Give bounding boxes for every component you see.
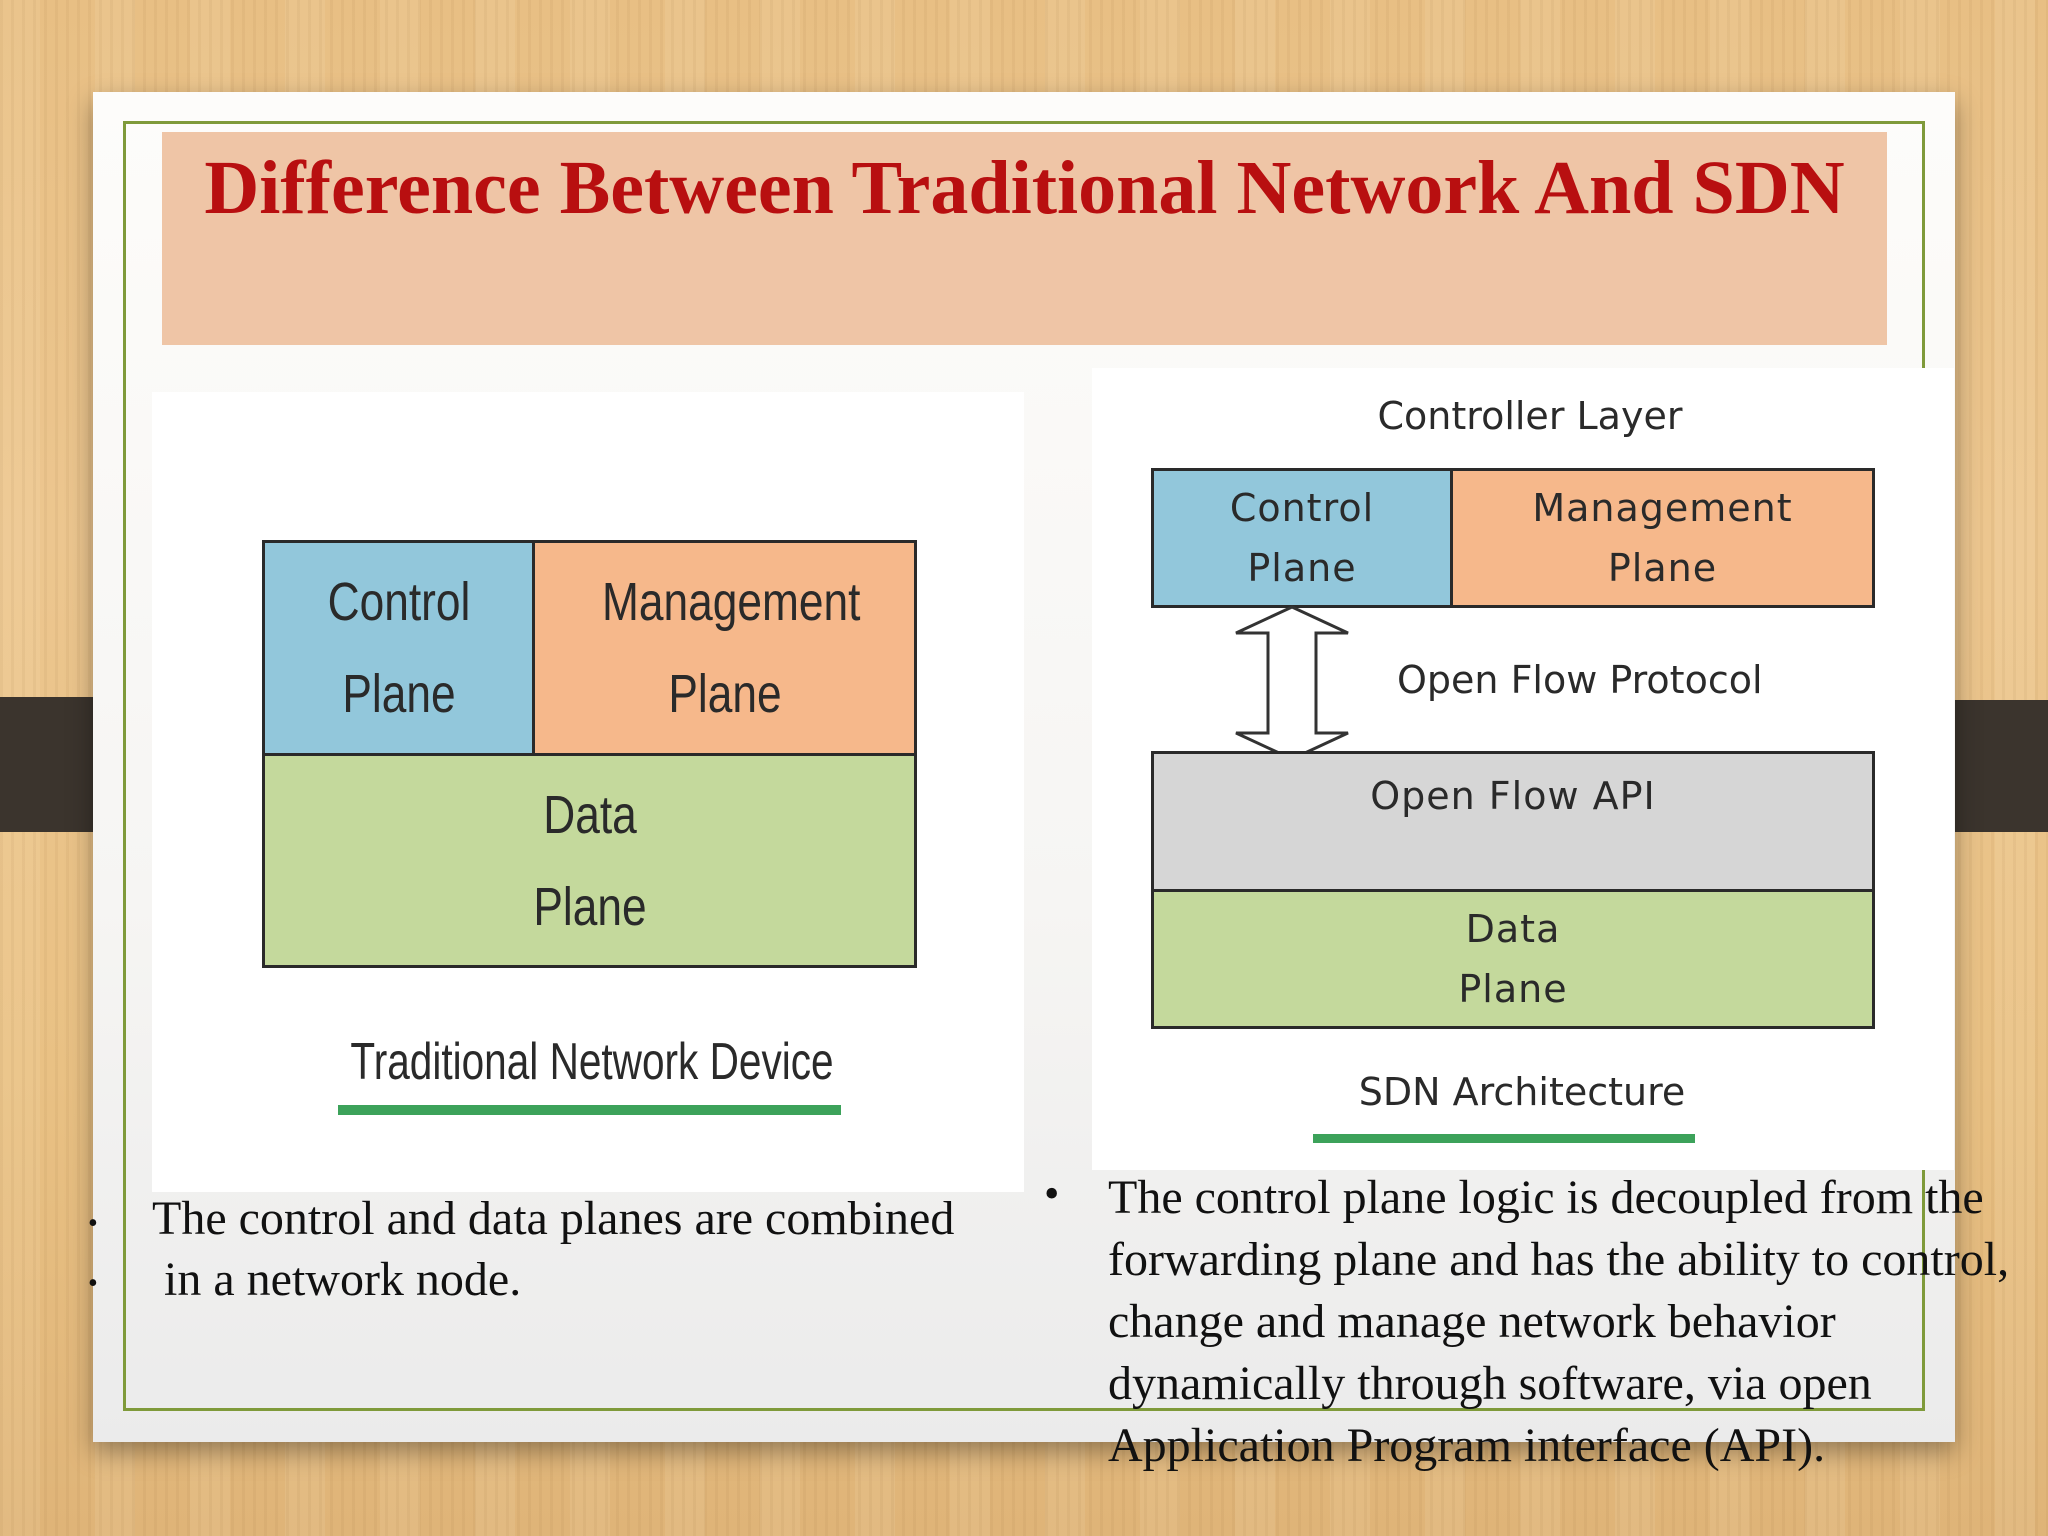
bullet-marker: • <box>1044 1169 1060 1218</box>
double-arrow-icon <box>1235 605 1349 761</box>
binder-clip-right <box>1950 700 2048 832</box>
sdn-caption-underline <box>1313 1134 1695 1143</box>
trad-control-plane-box: Control Plane <box>262 540 535 756</box>
sdn-control-plane-box: Control Plane <box>1151 468 1453 608</box>
controller-layer-label: Controller Layer <box>1377 394 1683 438</box>
sdn-management-plane-box: Management Plane <box>1450 468 1875 608</box>
trad-caption: Traditional Network Device <box>350 1033 834 1091</box>
trad-data-plane-box: Data Plane <box>262 753 917 968</box>
left-bullet-1: The control and data planes are combined <box>152 1192 955 1245</box>
right-bullet-1: The control plane logic is decoupled fro… <box>1108 1171 2010 1472</box>
trad-management-plane-label: Management Plane <box>601 572 860 724</box>
trad-control-plane-label: Control Plane <box>327 572 470 724</box>
slide-title: Difference Between Traditional Network A… <box>204 146 1845 230</box>
sdn-management-plane-label: Management Plane <box>1532 486 1793 590</box>
open-flow-api-label: Open Flow API <box>1370 774 1656 818</box>
left-bullet-2: in a network node. <box>152 1253 522 1306</box>
trad-caption-underline <box>338 1105 841 1115</box>
sdn-data-plane-label: Data Plane <box>1458 907 1568 1011</box>
open-flow-api-box: Open Flow API <box>1151 751 1875 892</box>
traditional-diagram: Control Plane Management Plane Data Plan… <box>152 392 1024 1192</box>
sdn-diagram: Controller Layer Control Plane Managemen… <box>1092 368 1954 1170</box>
sdn-caption: SDN Architecture <box>1358 1070 1686 1114</box>
trad-management-plane-box: Management Plane <box>532 540 917 756</box>
open-flow-protocol-label: Open Flow Protocol <box>1397 658 1763 702</box>
trad-data-plane-label: Data Plane <box>532 784 647 937</box>
sdn-control-plane-label: Control Plane <box>1229 486 1375 590</box>
title-band <box>162 132 1887 345</box>
sdn-data-plane-box: Data Plane <box>1151 889 1875 1029</box>
bullet-marker: • <box>88 1208 98 1239</box>
bullet-marker: • <box>88 1268 98 1299</box>
